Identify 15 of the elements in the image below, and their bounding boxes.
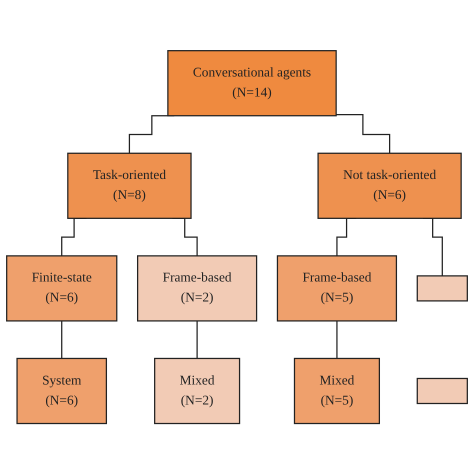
connector [336, 114, 390, 154]
node-box: Mixed (N=5) [294, 358, 380, 424]
node-box: Frame-based (N=2) [137, 255, 258, 322]
node-box: Mixed (N=2) [154, 358, 240, 424]
connector [336, 320, 338, 359]
connector [196, 320, 198, 359]
node-box: System (N=6) [16, 358, 108, 424]
connector [61, 320, 62, 359]
node-box: Conversational agents (N=14) [167, 50, 337, 116]
node-box: Not task-oriented (N=6) [317, 152, 462, 219]
node-box: Frame-based (N=5) [276, 255, 398, 322]
node-box [416, 275, 468, 302]
node-box [416, 378, 468, 404]
node-box: Finite-state (N=6) [6, 255, 118, 322]
node-box: Task-oriented (N=8) [67, 152, 192, 219]
